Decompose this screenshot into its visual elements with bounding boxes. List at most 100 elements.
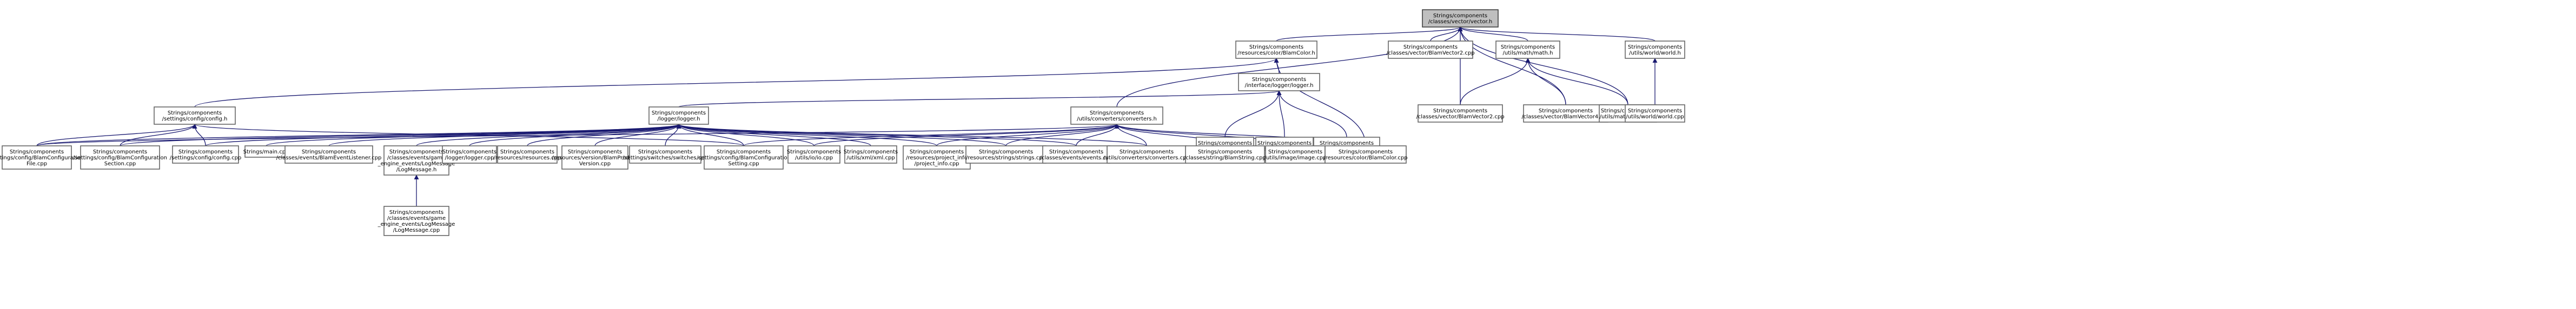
- node-box: [1523, 104, 1608, 123]
- node-label-line: Strings/components: [1090, 110, 1144, 116]
- graph-edge-blamvector2-cpp-to-vector-h: [1430, 26, 1463, 42]
- graph-edge-iface-basiclogmsg-cpp-to-logger-iface-h: [1276, 90, 1285, 138]
- graph-edge-cfgfile-cpp-to-converters-h: [36, 124, 1119, 146]
- node-label-line: /resources/color/BlamColor.cpp: [1323, 155, 1407, 161]
- node-box: [154, 106, 236, 125]
- node-label-line: /utils/world/world.h: [1629, 50, 1681, 56]
- node-box: [80, 145, 160, 170]
- node-label-line: Strings/components: [178, 149, 233, 155]
- node-label-line: File.cpp: [27, 161, 47, 167]
- graph-node-logger-cpp[interactable]: Strings/components/logger/logger.cpp: [442, 145, 497, 164]
- graph-node-blamvector2-cpp[interactable]: Strings/components/classes/vector/BlamVe…: [1386, 41, 1475, 59]
- graph-node-vector-h[interactable]: Strings/components/classes/vector/vector…: [1422, 9, 1499, 28]
- graph-edge-math-cpp-to-vector-h: [1458, 26, 1628, 105]
- graph-node-eventlistener-cpp[interactable]: Strings/components/classes/events/BlamEv…: [276, 145, 382, 164]
- node-box: [284, 145, 373, 164]
- graph-edge-xml-cpp-to-logger-h: [676, 124, 871, 146]
- node-label-line: Strings/components: [389, 210, 443, 216]
- node-label-line: /project_info.cpp: [914, 161, 959, 167]
- node-box: [1107, 145, 1187, 164]
- graph-node-cfgsection-cpp[interactable]: Strings/components/settings/config/BlamC…: [73, 145, 167, 170]
- graph-node-blamcolor-cpp[interactable]: Strings/components/resources/color/BlamC…: [1323, 145, 1408, 164]
- graph-node-world-cpp[interactable]: Strings/components/utils/world/world.cpp: [1625, 104, 1685, 123]
- node-label-line: /utils/io/io.cpp: [795, 155, 833, 161]
- graph-node-converters-cpp[interactable]: Strings/components/utils/converters/conv…: [1103, 145, 1190, 164]
- graph-node-vector2-cpp[interactable]: Strings/components/classes/vector/BlamVe…: [1416, 104, 1505, 123]
- graph-edge-eventlistener-cpp-to-logger-h: [328, 124, 681, 146]
- node-box: [442, 145, 497, 164]
- graph-node-mathmath-h[interactable]: Strings/components/utils/math/math.h: [1495, 41, 1560, 59]
- node-label-line: Strings/components: [10, 149, 64, 155]
- node-box: [648, 106, 709, 125]
- node-box: [561, 145, 628, 170]
- graph-node-config-h[interactable]: Strings/components/settings/config/confi…: [154, 106, 236, 125]
- graph-node-resources-cpp[interactable]: Strings/components/resources/resources.c…: [493, 145, 561, 164]
- graph-node-events-cpp[interactable]: Strings/components/classes/events/events…: [1039, 145, 1113, 164]
- graph-node-image-cpp[interactable]: Strings/components/utils/image/image.cpp: [1264, 145, 1327, 164]
- node-label-line: Strings/components: [302, 149, 356, 155]
- node-box: [2, 145, 72, 170]
- node-label-line: /settings/config/BlamConfiguration: [697, 155, 791, 161]
- graph-node-logmessage-cpp[interactable]: Strings/components/classes/events/game_e…: [378, 206, 455, 236]
- graph-node-xml-cpp[interactable]: Strings/components/utils/xml/xml.cpp: [844, 145, 898, 164]
- node-label-line: Strings/components: [1198, 140, 1252, 146]
- graph-node-switches-cpp[interactable]: Strings/components/settings/switches/swi…: [623, 145, 708, 164]
- node-label-line: Strings/components: [910, 149, 964, 155]
- node-label-line: /classes/vector/BlamVector2.cpp: [1386, 50, 1474, 56]
- graph-edge-worldworld-h-to-vector-h: [1458, 26, 1655, 42]
- node-label-line: /resources/project_info: [906, 155, 968, 161]
- node-label-line: Strings/components: [1628, 108, 1682, 114]
- node-label-line: /classes/string/BlamString.cpp: [1184, 155, 1266, 161]
- node-label-line: Strings/components: [979, 149, 1033, 155]
- node-box: [172, 145, 239, 164]
- graph-node-logger-iface-h[interactable]: Strings/components/interface/logger/logg…: [1238, 73, 1320, 91]
- node-label-line: Strings/components: [1120, 149, 1174, 155]
- graph-node-vector4-cpp[interactable]: Strings/components/classes/vector/BlamVe…: [1521, 104, 1610, 123]
- graph-node-main-cpp[interactable]: Strings/main.cpp: [243, 145, 289, 158]
- node-box: [704, 145, 784, 170]
- graph-edge-config-h-to-blamcolor-h: [194, 58, 1279, 108]
- node-label-line: Strings/components: [638, 149, 692, 155]
- graph-edge-events-cpp-to-logger-h: [676, 124, 1077, 146]
- graph-node-cfgsetting-cpp[interactable]: Strings/components/settings/config/BlamC…: [697, 145, 791, 170]
- graph-node-worldworld-h[interactable]: Strings/components/utils/world/world.h: [1625, 41, 1685, 59]
- node-label-line: /classes/vector/BlamVector4.cpp: [1521, 114, 1610, 120]
- graph-node-blamcolor-h[interactable]: Strings/components/resources/color/BlamC…: [1235, 41, 1317, 59]
- node-label-line: Strings/components: [1501, 44, 1555, 50]
- node-label-line: Strings/components: [1198, 149, 1252, 155]
- graph-node-blamstring-cpp[interactable]: Strings/components/classes/string/BlamSt…: [1184, 145, 1266, 164]
- node-label-line: /interface/logger/logger.h: [1244, 83, 1313, 89]
- graph-node-logger-h[interactable]: Strings/components/logger/logger.h: [648, 106, 709, 125]
- graph-edge-project-info-cpp-to-converters-h: [936, 124, 1120, 146]
- graph-node-converters-h[interactable]: Strings/components/utils/converters/conv…: [1070, 106, 1163, 125]
- node-box: [844, 145, 897, 164]
- node-box: [1325, 145, 1407, 164]
- node-label-line: /classes/vector/BlamVector2.cpp: [1416, 114, 1504, 120]
- node-box: [965, 145, 1047, 164]
- graph-node-project-info-cpp[interactable]: Strings/components/resources/project_inf…: [903, 145, 971, 170]
- node-label-line: Strings/components: [1257, 140, 1312, 146]
- graph-node-version-cpp[interactable]: Strings/components/resources/version/Bla…: [552, 145, 638, 170]
- node-label-line: Strings/main.cpp: [243, 149, 289, 155]
- node-box: [1070, 106, 1163, 125]
- node-layer: Strings/components/classes/vector/vector…: [0, 9, 1685, 236]
- graph-node-strings-cpp[interactable]: Strings/components/resources/strings/str…: [965, 145, 1047, 164]
- graph-edge-converters-h-to-vector-h: [1116, 26, 1463, 108]
- node-label-line: /settings/config/config.h: [162, 116, 228, 122]
- node-label-line: /classes/vector/vector.h: [1428, 19, 1492, 25]
- node-label-line: Strings/components: [1403, 44, 1458, 50]
- node-label-line: /LogMessage.cpp: [393, 227, 440, 233]
- graph-node-io-cpp[interactable]: Strings/components/utils/io/io.cpp: [787, 145, 841, 164]
- node-box: [787, 145, 840, 164]
- graph-edge-io-cpp-to-converters-h: [813, 124, 1120, 146]
- edge-layer: [36, 26, 1658, 206]
- node-box: [1422, 9, 1499, 28]
- node-label-line: Strings/components: [1539, 108, 1593, 114]
- graph-edge-strings-cpp-to-logger-h: [676, 124, 1006, 146]
- graph-node-cfgfile-cpp[interactable]: Strings/components/settings/config/BlamC…: [0, 145, 84, 170]
- node-label-line: Strings/components: [652, 110, 706, 116]
- node-box: [1042, 145, 1110, 164]
- graph-edge-project-info-cpp-to-logger-h: [676, 124, 937, 146]
- graph-node-config-cpp[interactable]: Strings/components/settings/config/confi…: [170, 145, 242, 164]
- node-label-line: _engine_events/LogMessage: [378, 221, 455, 227]
